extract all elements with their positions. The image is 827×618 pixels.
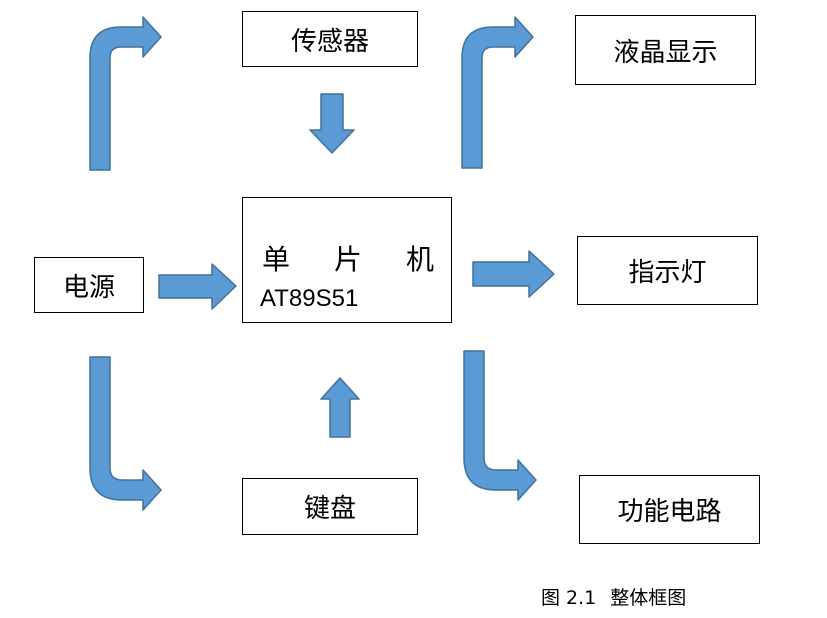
function-circuit-label: 功能电路 <box>617 497 722 527</box>
mcu-name: 单 片 机 <box>262 243 434 277</box>
function-circuit-box: 功能电路 <box>579 475 760 544</box>
lcd-up-arrow <box>461 16 534 169</box>
sensor-label: 传感器 <box>290 26 369 57</box>
sensor-box: 传感器 <box>242 11 418 67</box>
indicator-right-arrow <box>472 250 555 298</box>
keyboard-up-arrow <box>320 377 360 438</box>
figure-caption: 图 2.1 整体框图 <box>541 585 686 611</box>
mcu-name-char-1: 单 <box>262 243 291 276</box>
lcd-label: 液晶显示 <box>613 37 718 68</box>
keyboard-label: 键盘 <box>303 494 356 524</box>
figure-title: 整体框图 <box>610 587 687 609</box>
figure-number: 图 2.1 <box>541 587 597 609</box>
mcu-name-char-3: 机 <box>405 243 434 276</box>
keyboard-box: 键盘 <box>242 478 418 535</box>
function-down-arrow <box>463 350 537 501</box>
power-label: 电源 <box>62 272 115 303</box>
indicator-box: 指示灯 <box>577 236 758 305</box>
indicator-label: 指示灯 <box>628 258 707 288</box>
mcu-box <box>242 197 452 323</box>
power-box: 电源 <box>34 257 144 313</box>
lcd-box: 液晶显示 <box>575 15 756 85</box>
power-up-arrow <box>89 16 162 171</box>
sensor-down-arrow <box>309 93 355 154</box>
mcu-model: AT89S51 <box>260 285 359 312</box>
power-right-arrow <box>158 263 237 310</box>
power-down-arrow <box>89 356 162 511</box>
mcu-name-char-2: 片 <box>333 243 362 276</box>
